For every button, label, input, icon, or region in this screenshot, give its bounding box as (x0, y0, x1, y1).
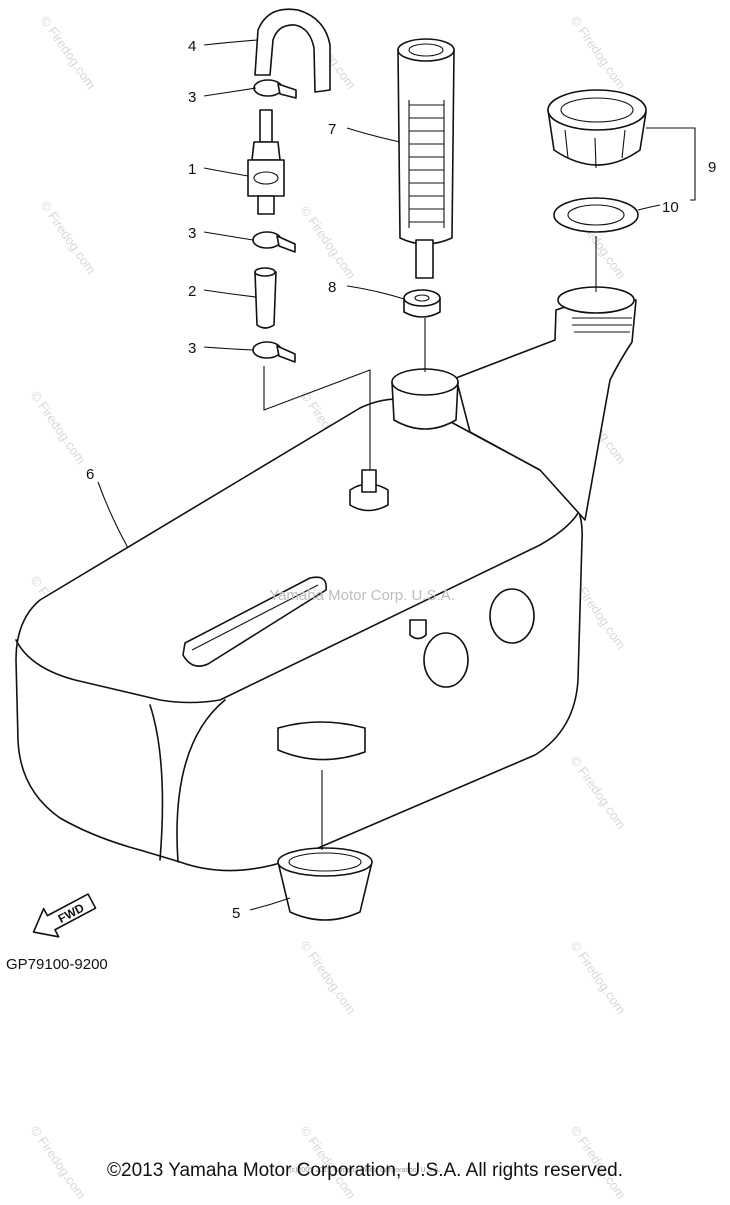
strainer-stem (415, 239, 434, 279)
strainer-top (397, 38, 455, 62)
tank-top-edge (15, 504, 583, 704)
pipe-body (254, 271, 277, 329)
filter-inlet (259, 109, 273, 143)
site-watermark: © Firedog.com (298, 938, 359, 1017)
clip-ring (252, 341, 282, 359)
leader-6 (97, 481, 129, 549)
fwd-arrow: FWD (32, 893, 97, 938)
pipe-end (254, 267, 276, 277)
small-print: (c)2005-2013 Yamaha Motor Corporation, U… (289, 1167, 441, 1174)
grommet (403, 289, 441, 318)
callout-3: 3 (188, 225, 196, 242)
callout-3: 3 (188, 89, 196, 106)
strainer-boss-mouth (391, 368, 459, 396)
fuel-cap (547, 89, 647, 169)
fuel-pipe (254, 267, 277, 329)
cup-body (277, 861, 373, 921)
clip-tab (276, 235, 296, 253)
site-watermark: © Firedog.com (298, 203, 359, 282)
fuel-hose (254, 8, 331, 93)
leader-2 (203, 289, 257, 298)
filter-neck (251, 141, 281, 161)
clip-tab (276, 345, 296, 363)
callout-7: 7 (328, 121, 336, 138)
hose-clip (253, 79, 297, 99)
strainer-body (397, 49, 455, 245)
fuel-cap-inner (560, 97, 634, 123)
callout-3: 3 (188, 340, 196, 357)
site-watermark: © Firedog.com (28, 388, 89, 467)
leader-5 (249, 897, 291, 911)
tank-side-dimple (423, 632, 469, 688)
tank-watermark: Yamaha Motor Corp. U.S.A. (269, 587, 455, 604)
leader-10 (637, 204, 661, 211)
tank-handle-ridge (191, 584, 319, 651)
callout-4: 4 (188, 38, 196, 55)
drain-cup (277, 847, 373, 921)
callout-9: 9 (708, 159, 716, 176)
site-watermark: © Firedog.com (568, 13, 629, 92)
fuel-outlet-nipple (361, 469, 377, 493)
gasket-inner (567, 204, 625, 226)
fuel-cap-ribs (564, 129, 626, 169)
leader-8 (346, 285, 405, 300)
grommet-hole (414, 294, 430, 302)
cup-rim (277, 847, 373, 877)
filter-outlet (257, 195, 275, 215)
site-watermark: © Firedog.com (38, 13, 99, 92)
callout-2: 2 (188, 283, 196, 300)
callout-numbers: 4 3 1 3 2 3 7 8 9 10 6 5 (86, 38, 716, 922)
tank-end-face-inner (176, 699, 226, 863)
copyright-footer: ©2013 Yamaha Motor Corporation, U.S.A. A… (107, 1160, 623, 1181)
callout-8: 8 (328, 279, 336, 296)
filter-window (253, 171, 279, 185)
strainer-top-hole (408, 43, 444, 57)
leader-lines (97, 39, 696, 911)
fuel-strainer (397, 38, 455, 279)
tank-side-dimple (489, 588, 535, 644)
filter-body (247, 159, 285, 197)
fuel-cap-top (547, 89, 647, 131)
tank-end-face (149, 704, 164, 861)
filler-neck-thread (572, 317, 632, 333)
cup-inner (288, 852, 362, 872)
clip-ring (253, 79, 283, 97)
callout-6: 6 (86, 466, 94, 483)
leader-1 (203, 167, 249, 177)
assembly-lines (263, 236, 597, 850)
clip-tab (277, 83, 297, 99)
fuel-tank (15, 286, 637, 872)
site-watermark: © Firedog.com (38, 198, 99, 277)
leader-9 (646, 127, 696, 201)
callout-5: 5 (232, 905, 240, 922)
clip-ring (252, 231, 282, 249)
strainer-mesh-frame (408, 100, 445, 228)
grommet-top (403, 289, 441, 307)
leader-3 (203, 87, 257, 97)
hose-route-line (263, 366, 371, 470)
site-watermark: © Firedog.com (568, 938, 629, 1017)
callout-10: 10 (662, 199, 679, 216)
leader-3 (203, 346, 254, 351)
leader-4 (203, 39, 259, 46)
leader-3 (203, 231, 254, 241)
cap-gasket (553, 197, 639, 233)
leader-7 (346, 127, 401, 143)
hose-clip (252, 231, 296, 253)
strainer-mesh (409, 104, 444, 223)
tank-side-nipple (409, 619, 427, 640)
callout-1: 1 (188, 161, 196, 178)
hose-clip (252, 341, 296, 363)
fuel-filter (247, 109, 285, 215)
gasket-outer (553, 197, 639, 233)
site-watermark: © Firedog.com (568, 753, 629, 832)
tank-bottom-recess (277, 721, 366, 761)
arrow-icon (32, 893, 97, 938)
diagram-code: GP79100-9200 (6, 956, 108, 973)
